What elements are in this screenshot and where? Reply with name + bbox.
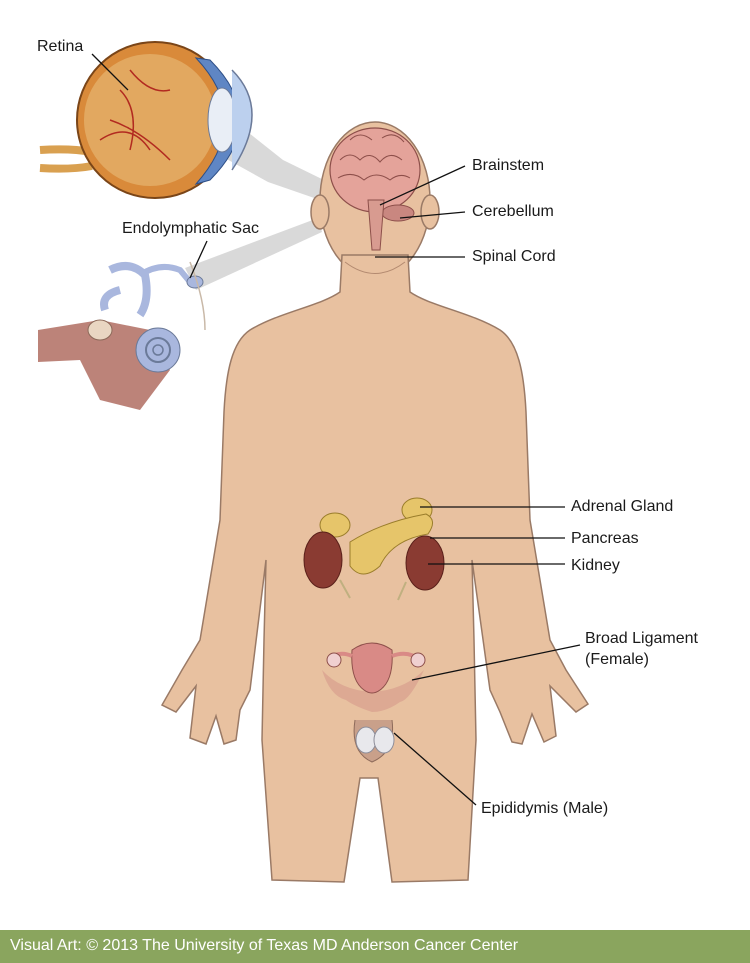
cerebellum-label: Cerebellum (472, 203, 554, 220)
broad-ligament-leader (411, 644, 581, 681)
retina-label: Retina (37, 38, 84, 55)
epididymis-label: Epididymis (Male) (481, 800, 609, 817)
epididymis-leader (393, 732, 477, 806)
brainstem-label: Brainstem (472, 157, 545, 174)
endolymphatic-sac-label: Endolymphatic Sac (122, 220, 259, 237)
brain (329, 127, 421, 251)
anatomy-illustration (38, 41, 590, 883)
testes (353, 719, 395, 763)
brainstem-leader (379, 165, 466, 206)
eye-inset (39, 41, 253, 199)
retina-leader (91, 53, 129, 91)
abdominal-organs (303, 497, 445, 601)
ear-inset (38, 261, 206, 410)
kidney-label: Kidney (571, 557, 620, 574)
footer-credit: Visual Art: © 2013 The University of Tex… (10, 937, 519, 954)
broad-ligament-label: Broad Ligament (585, 630, 698, 647)
uterus (322, 642, 426, 712)
pancreas-label: Pancreas (571, 530, 639, 547)
ear-zoom-cone (185, 218, 322, 290)
broad-ligament-sublabel: (Female) (585, 651, 650, 668)
leader-lines (91, 53, 581, 806)
cerebellum-leader (399, 211, 466, 219)
adrenal-gland-label: Adrenal Gland (571, 498, 674, 515)
chin-shadow (344, 261, 406, 274)
endolymphatic-sac-leader (189, 240, 208, 279)
spinal-cord-label: Spinal Cord (472, 248, 556, 265)
footer-bar: Visual Art: © 2013 The University of Tex… (0, 930, 750, 963)
